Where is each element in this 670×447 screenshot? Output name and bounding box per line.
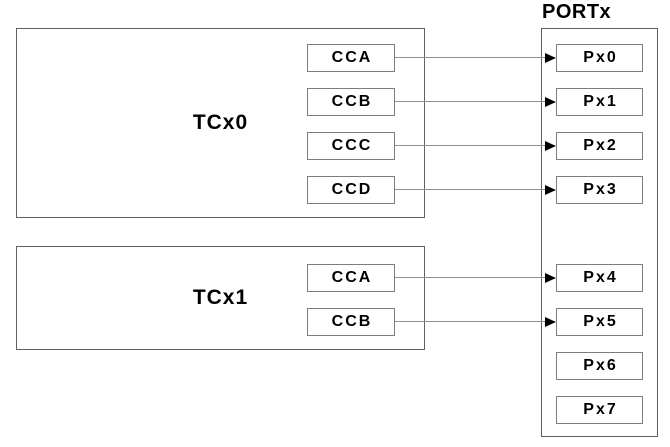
tcx0-ccd-box: CCD xyxy=(307,176,395,204)
arrowhead-icon-px5 xyxy=(545,317,556,327)
connector-line-tcx1-ccb-px5 xyxy=(395,321,546,322)
tcx1-cca-box: CCA xyxy=(307,264,395,292)
tcx0-ccb-box: CCB xyxy=(307,88,395,116)
connector-line-tcx0-ccd-px3 xyxy=(395,189,546,190)
tcx0-label: TCx0 xyxy=(192,111,249,134)
portx-title: PORTx xyxy=(542,1,612,23)
tcx1-ccb-box: CCB xyxy=(307,308,395,336)
connector-line-tcx0-cca-px0 xyxy=(395,57,546,58)
px5-box: Px5 xyxy=(556,308,643,336)
px4-box: Px4 xyxy=(556,264,643,292)
tcx0-ccc-box: CCC xyxy=(307,132,395,160)
tcx1-label: TCx1 xyxy=(192,286,249,309)
arrowhead-icon-px2 xyxy=(545,141,556,151)
px3-box: Px3 xyxy=(556,176,643,204)
connector-line-tcx0-ccb-px1 xyxy=(395,101,546,102)
px6-box: Px6 xyxy=(556,352,643,380)
px7-box: Px7 xyxy=(556,396,643,424)
connector-line-tcx1-cca-px4 xyxy=(395,277,546,278)
arrowhead-icon-px4 xyxy=(545,273,556,283)
px2-box: Px2 xyxy=(556,132,643,160)
px0-box: Px0 xyxy=(556,44,643,72)
connector-line-tcx0-ccc-px2 xyxy=(395,145,546,146)
px1-box: Px1 xyxy=(556,88,643,116)
arrowhead-icon-px0 xyxy=(545,53,556,63)
tcx0-cca-box: CCA xyxy=(307,44,395,72)
arrowhead-icon-px1 xyxy=(545,97,556,107)
arrowhead-icon-px3 xyxy=(545,185,556,195)
